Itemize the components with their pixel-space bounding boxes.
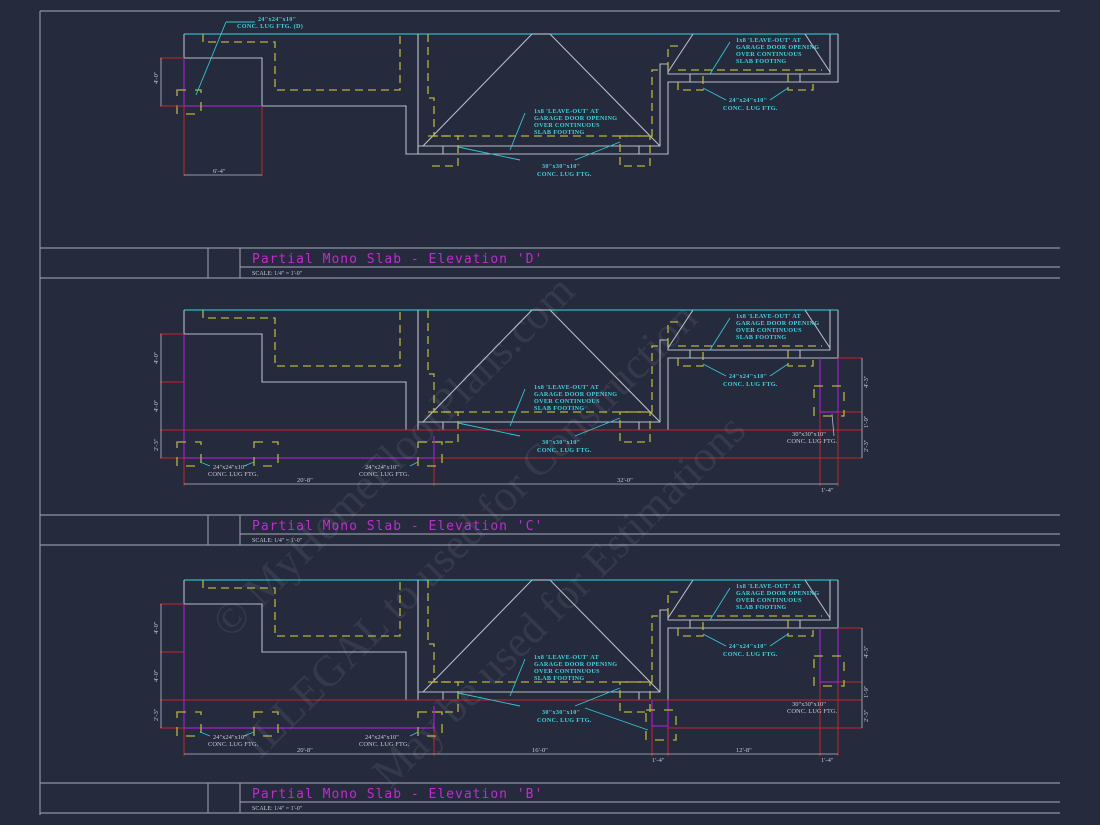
leaveout-note: 1x8 'LEAVE-OUT' AT bbox=[736, 313, 802, 320]
lug-note: 24"x24"x10" bbox=[213, 734, 247, 741]
lug-note-line2: CONC. LUG FTG. (D) bbox=[237, 23, 303, 30]
dimension-label: 1'-4" bbox=[821, 757, 834, 764]
leaveout-note: GARAGE DOOR OPENING bbox=[736, 44, 819, 51]
lug-note: 24"x24"x10" bbox=[213, 464, 247, 471]
leaveout-note: SLAB FOOTING bbox=[534, 675, 585, 682]
leaveout-note: 1x8 'LEAVE-OUT' AT bbox=[736, 37, 802, 44]
dimension-label: 2'-3" bbox=[153, 438, 160, 451]
scale-label: SCALE: 1/4" = 1'-0" bbox=[252, 538, 303, 544]
dimension-label: 2'-3" bbox=[863, 439, 870, 452]
lug-note: 30"x30"x10" bbox=[542, 163, 580, 170]
dimension-label: 4'-0" bbox=[153, 71, 160, 84]
elevation-c-labels: 1x8 'LEAVE-OUT' AT GARAGE DOOR OPENING O… bbox=[153, 313, 870, 494]
leaveout-note: OVER CONTINUOUS bbox=[534, 122, 600, 129]
title-block-d: Partial Mono Slab - Elevation 'D' SCALE:… bbox=[40, 247, 1060, 279]
leaveout-note: 1x8 'LEAVE-OUT' AT bbox=[534, 654, 600, 661]
dimension-label: 4'-3" bbox=[863, 375, 870, 388]
dimension-label: 20'-8" bbox=[297, 477, 313, 484]
lug-note: CONC. LUG FTG. bbox=[787, 438, 838, 445]
dimension-label: 1'-9" bbox=[863, 685, 870, 698]
dimension-label: 16'-0" bbox=[532, 747, 548, 754]
elevation-d-labels: 24"x24"x10" CONC. LUG FTG. (D) 1x8 'LEAV… bbox=[153, 16, 819, 178]
lug-note: CONC. LUG FTG. bbox=[359, 471, 410, 478]
lug-note: CONC. LUG FTG. bbox=[723, 381, 778, 388]
dimension-label: 4'-0" bbox=[153, 399, 160, 412]
dimension-label: 20'-8" bbox=[297, 747, 313, 754]
dimension-label: 2'-3" bbox=[153, 708, 160, 721]
elevation-title: Partial Mono Slab - Elevation 'C' bbox=[252, 519, 543, 534]
lug-note: 24"x24"x10" bbox=[365, 464, 399, 471]
dimension-label: 32'-0" bbox=[617, 477, 633, 484]
leaveout-note: 1x8 'LEAVE-OUT' AT bbox=[736, 583, 802, 590]
leaveout-note: GARAGE DOOR OPENING bbox=[534, 661, 617, 668]
lug-note: 30"x30"x10" bbox=[542, 439, 580, 446]
lug-note: 24"x24"x10" bbox=[729, 643, 767, 650]
dimension-label: 2'-3" bbox=[863, 709, 870, 722]
title-block-b: Partial Mono Slab - Elevation 'B' SCALE:… bbox=[40, 782, 1060, 814]
scale-label: SCALE: 1/4" = 1'-0" bbox=[252, 271, 303, 277]
lug-footing bbox=[176, 89, 202, 115]
leaveout-note: SLAB FOOTING bbox=[736, 334, 787, 341]
leaveout-note: SLAB FOOTING bbox=[736, 604, 787, 611]
lug-note: 24"x24"x10" bbox=[729, 373, 767, 380]
lug-note: CONC. LUG FTG. bbox=[537, 717, 592, 724]
elevation-title: Partial Mono Slab - Elevation 'D' bbox=[252, 252, 543, 267]
dimension-label: 1'-4" bbox=[652, 757, 665, 764]
leaveout-note: GARAGE DOOR OPENING bbox=[534, 115, 617, 122]
lug-note: CONC. LUG FTG. bbox=[723, 651, 778, 658]
lug-note: CONC. LUG FTG. bbox=[537, 447, 592, 454]
dimension-label: 4'-0" bbox=[153, 351, 160, 364]
dimension-label: 4'-3" bbox=[863, 645, 870, 658]
elevation-b-drawing bbox=[160, 579, 863, 756]
leaveout-note: OVER CONTINUOUS bbox=[736, 327, 802, 334]
leaveout-note: SLAB FOOTING bbox=[534, 405, 585, 412]
dimension-label: 12'-8" bbox=[736, 747, 752, 754]
elevation-title: Partial Mono Slab - Elevation 'B' bbox=[252, 787, 543, 802]
leaveout-note: OVER CONTINUOUS bbox=[736, 597, 802, 604]
lug-note: CONC. LUG FTG. bbox=[208, 471, 259, 478]
leaveout-note: GARAGE DOOR OPENING bbox=[736, 320, 819, 327]
title-block-c: Partial Mono Slab - Elevation 'C' SCALE:… bbox=[40, 514, 1060, 546]
dimension-label: 4'-0" bbox=[153, 669, 160, 682]
lug-note: 30"x30"x10" bbox=[792, 701, 826, 708]
lug-note: 24"x24"x10" bbox=[729, 97, 767, 104]
lug-note: CONC. LUG FTG. bbox=[723, 105, 778, 112]
leaveout-note: GARAGE DOOR OPENING bbox=[736, 590, 819, 597]
leaveout-note: OVER CONTINUOUS bbox=[534, 668, 600, 675]
leaveout-note: SLAB FOOTING bbox=[736, 58, 787, 65]
dimension-label: 4'-0" bbox=[153, 621, 160, 634]
watermark: © MyHomeFloorPlans.com ILLEGAL to used f… bbox=[202, 266, 754, 798]
dimension-label: 1'-4" bbox=[821, 487, 834, 494]
dimension-label: 1'-9" bbox=[863, 415, 870, 428]
lug-note: 30"x30"x10" bbox=[542, 709, 580, 716]
leaveout-note: 1x8 'LEAVE-OUT' AT bbox=[534, 384, 600, 391]
leaveout-note: OVER CONTINUOUS bbox=[534, 398, 600, 405]
leaveout-note: OVER CONTINUOUS bbox=[736, 51, 802, 58]
lug-note: 30"x30"x10" bbox=[792, 431, 826, 438]
scale-label: SCALE: 1/4" = 1'-0" bbox=[252, 806, 303, 812]
lug-note: CONC. LUG FTG. bbox=[537, 171, 592, 178]
lug-note-line1: 24"x24"x10" bbox=[258, 16, 296, 23]
dimension-label: 6'-4" bbox=[213, 168, 226, 175]
leaveout-note: 1x8 'LEAVE-OUT' AT bbox=[534, 108, 600, 115]
leaveout-note: GARAGE DOOR OPENING bbox=[534, 391, 617, 398]
elevation-b-labels: 1x8 'LEAVE-OUT' AT GARAGE DOOR OPENING O… bbox=[153, 583, 870, 764]
elevation-c-drawing bbox=[160, 309, 863, 486]
elevation-d-drawing bbox=[160, 21, 839, 176]
leaveout-note: SLAB FOOTING bbox=[534, 129, 585, 136]
lug-note: CONC. LUG FTG. bbox=[359, 741, 410, 748]
lug-note: CONC. LUG FTG. bbox=[208, 741, 259, 748]
lug-note: 24"x24"x10" bbox=[365, 734, 399, 741]
lug-note: CONC. LUG FTG. bbox=[787, 708, 838, 715]
